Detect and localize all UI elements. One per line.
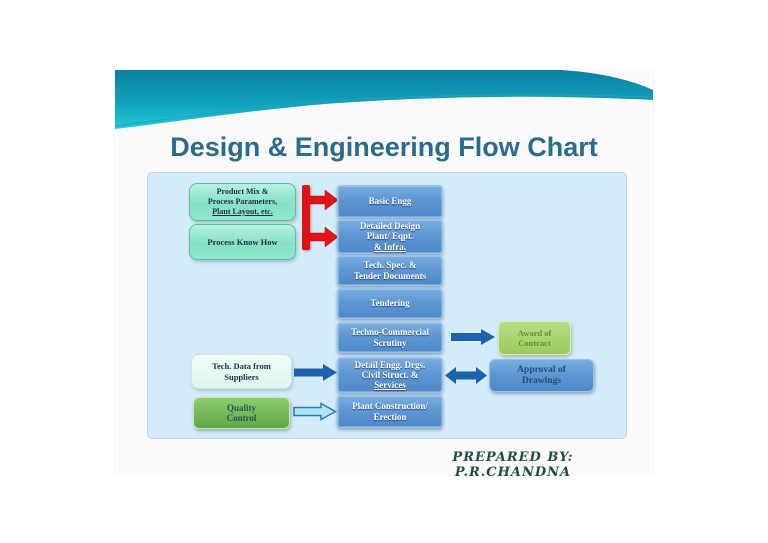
box-text-line: Contract <box>518 338 551 348</box>
box-quality-control: Quality Control <box>193 397 290 429</box>
box-text-line: Approval of <box>517 364 566 375</box>
box-award-of-contract: Award of Contract <box>498 321 571 355</box>
box-text-line: Award of <box>517 327 552 338</box>
stage-detailed-design: Detailed Design Plant/ Eqpt. & Infra. <box>337 219 443 254</box>
stage-tendering: Tendering <box>337 288 443 319</box>
tech-data-arrow-icon <box>294 364 337 381</box>
box-approval-of-drawings: Approval of Drawings <box>489 359 594 392</box>
box-text-line: Control <box>226 413 257 423</box>
box-text-line: Detail Engg. Drgs. <box>354 359 426 370</box>
stage-techno-commercial-scrutiny: Techno-Commercial Scrutiny <box>337 322 443 353</box>
box-text-line: Plant Construction/ <box>352 401 428 412</box>
box-tech-data-from-suppliers: Tech. Data from Suppliers <box>191 354 292 389</box>
approval-double-arrow-icon <box>445 367 487 384</box>
footer-credit: PREPARED BY: P.R.CHANDNA <box>452 450 574 480</box>
box-text-line: Services <box>374 380 406 391</box>
stage-detail-engg-drgs: Detail Engg. Drgs. Civil Struct. & Servi… <box>337 357 443 393</box>
box-text-line: Drawings <box>521 375 562 386</box>
box-text-line: & Infra. <box>374 241 406 252</box>
stage-tech-spec-tender: Tech. Spec. & Tender Documents <box>337 255 443 286</box>
red-arrow-top-icon <box>309 190 338 210</box>
box-text-line: Quality <box>226 402 256 413</box>
wave-decoration <box>115 70 653 134</box>
box-text-line: Suppliers <box>224 371 259 382</box>
box-text-line: Process Parameters, <box>207 197 278 206</box>
stage-plant-construction-erection: Plant Construction/ Erection <box>337 395 443 428</box>
quality-control-arrow-icon <box>293 402 337 421</box>
box-text-line: Tech. Data from <box>212 360 271 371</box>
box-text-line: Product Mix & <box>216 187 269 196</box>
box-product-mix: Product Mix & Process Parameters, Plant … <box>189 183 296 221</box>
box-text-line: Plant/ Eqpt. <box>366 231 414 242</box>
box-text-line: Scrutiny <box>373 337 407 348</box>
box-text-line: Civil Struct. & <box>361 369 419 380</box>
page-title: Design & Engineering Flow Chart <box>170 132 598 162</box>
box-process-know-how: Process Know How <box>189 224 296 260</box>
box-text-line: Techno-Commercial <box>351 327 429 338</box>
stage-basic-engg: Basic Engg <box>337 185 443 218</box>
box-text-line: Tech. Spec. & <box>363 260 417 271</box>
red-arrow-bottom-icon <box>309 227 338 247</box>
box-text-line: Process Know How <box>207 237 278 247</box>
red-connector-bar <box>302 185 310 250</box>
box-text-line: Tender Documents <box>353 270 427 281</box>
box-text-line: Erection <box>373 411 407 422</box>
slide: Design & Engineering Flow Chart Product … <box>115 70 653 480</box>
flowchart-panel: Product Mix & Process Parameters, Plant … <box>147 172 627 439</box>
award-arrow-icon <box>451 329 495 345</box>
box-text-line: Plant Layout, etc. <box>212 207 273 216</box>
box-text-line: Tendering <box>370 298 410 309</box>
box-text-line: Basic Engg <box>368 196 412 207</box>
box-text-line: Detailed Design <box>359 221 421 232</box>
